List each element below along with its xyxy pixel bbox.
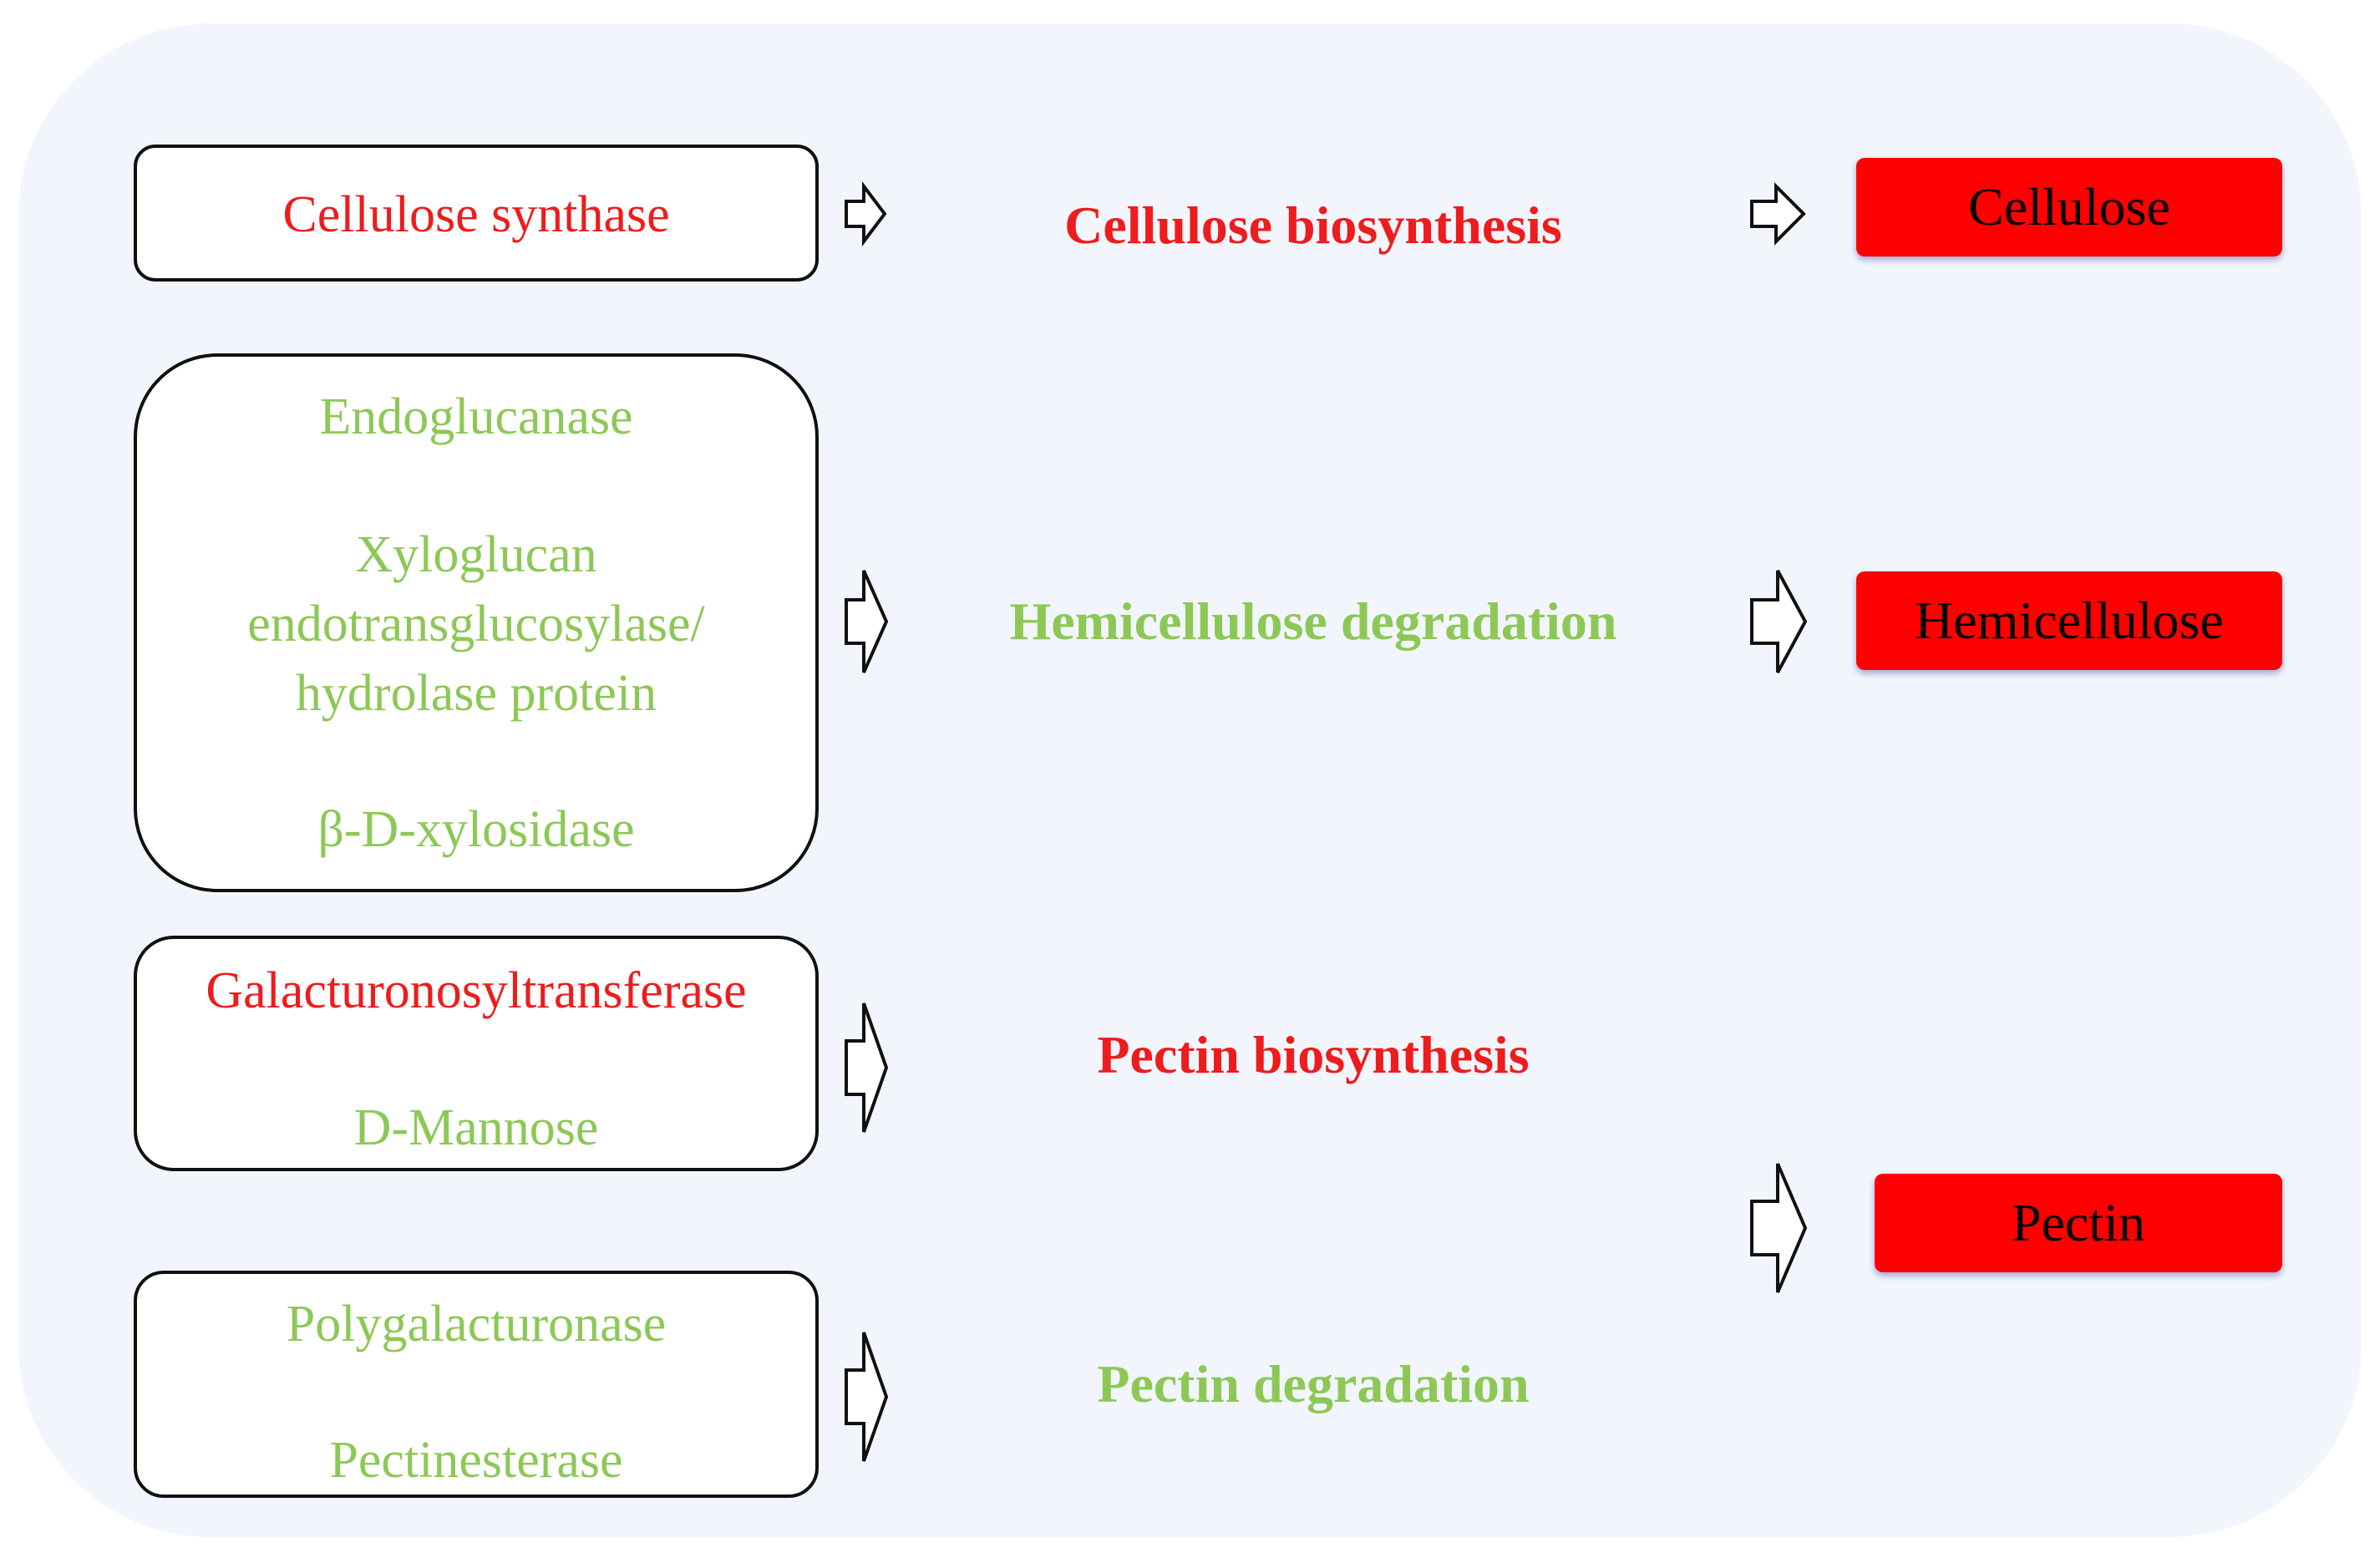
gene-box-cellulose: Cellulose synthase (134, 145, 819, 282)
gene-label: Galacturonosyltransferase (206, 962, 747, 1019)
gene-label: hydrolase protein (295, 665, 657, 722)
gene-label: Xyloglucan (355, 526, 597, 583)
gene-label: endotransglucosylase/ (247, 596, 705, 652)
arrow-right-icon (845, 570, 889, 673)
gene-label: β-D-xylosidase (317, 801, 635, 858)
product-cellulose: Cellulose (1856, 158, 2282, 256)
gene-label: Polygalacturonase (286, 1296, 667, 1353)
gene-box-pectin-degradation: Polygalacturonase Pectinesterase (134, 1271, 819, 1498)
process-pectin-biosynthesis: Pectin biosynthesis (1097, 1025, 1530, 1084)
gene-label: D-Mannose (353, 1099, 599, 1156)
arrow-right-icon (1750, 182, 1806, 246)
gene-label: Cellulose synthase (282, 186, 670, 243)
gene-label: Endoglucanase (319, 388, 633, 445)
arrow-right-icon (1750, 1163, 1808, 1293)
process-hemicellulose-degradation: Hemicellulose degradation (1009, 591, 1617, 651)
diagram-background: Cellulose synthase Cellulose biosynthesi… (18, 23, 2362, 1537)
process-pectin-degradation: Pectin degradation (1097, 1354, 1530, 1413)
arrow-right-icon (845, 181, 887, 246)
arrow-right-icon (845, 1002, 889, 1133)
gene-box-hemicellulose: Endoglucanase Xyloglucan endotransglucos… (134, 353, 819, 892)
gene-label: Pectinesterase (329, 1432, 623, 1489)
gene-box-pectin-biosynthesis: Galacturonosyltransferase D-Mannose (134, 936, 819, 1171)
arrow-right-icon (845, 1332, 889, 1462)
process-cellulose-biosynthesis: Cellulose biosynthesis (1064, 195, 1562, 255)
product-hemicellulose: Hemicellulose (1856, 571, 2282, 670)
arrow-right-icon (1750, 570, 1808, 673)
product-pectin: Pectin (1875, 1174, 2282, 1272)
